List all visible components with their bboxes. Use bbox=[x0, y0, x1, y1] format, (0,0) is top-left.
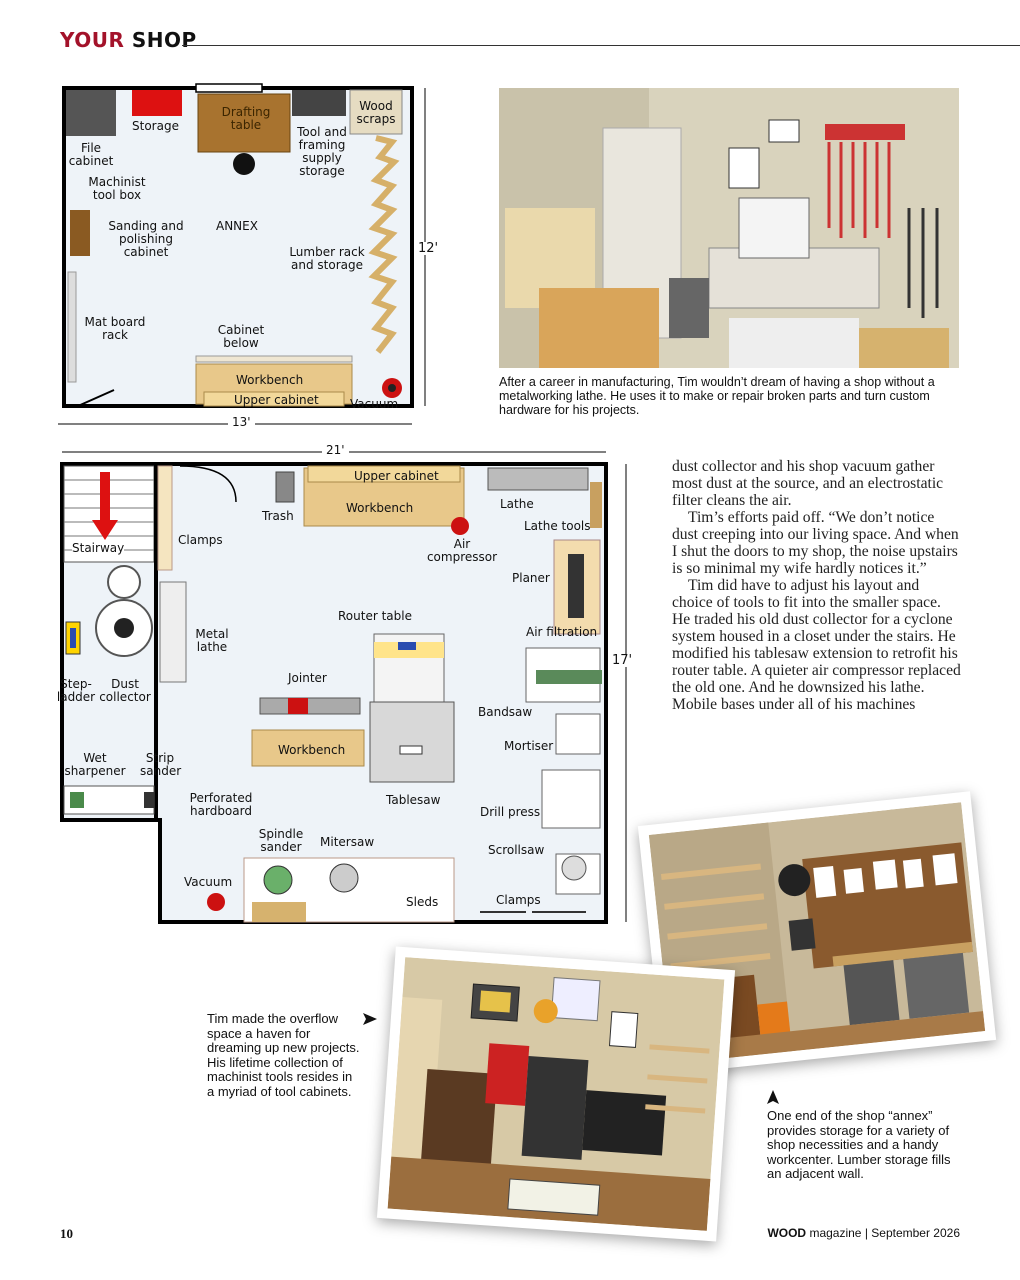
main-label-stairway: Stairway bbox=[72, 541, 125, 555]
annex-label-annex: ANNEX bbox=[216, 219, 258, 233]
main-label-planer: Planer bbox=[512, 571, 550, 585]
main-label-metal-lathe: Metal lathe bbox=[195, 627, 229, 654]
article-paragraph-1: dust collector and his shop vacuum gathe… bbox=[672, 458, 944, 509]
page-number: 10 bbox=[60, 1226, 73, 1241]
metal-lathe-photo bbox=[499, 88, 959, 368]
article-paragraph-3: Tim did have to adjust his layout and ch… bbox=[672, 577, 961, 713]
main-label-air-filtration: Air filtration bbox=[526, 625, 598, 639]
main-label-scrollsaw: Scrollsaw bbox=[488, 843, 545, 857]
section-header: YOUR SHOP bbox=[60, 28, 197, 52]
up-arrow-icon bbox=[767, 1090, 779, 1104]
annex-height-dim: 12' bbox=[418, 241, 439, 256]
annex-label-upper-cabinet: Upper cabinet bbox=[234, 393, 319, 407]
main-floor-plan: 21' 17' Upper cabinet Trash Workbench La… bbox=[56, 442, 640, 926]
main-label-perforated: Perforated hardboard bbox=[189, 791, 253, 818]
main-width-dim: 21' bbox=[322, 444, 349, 457]
main-label-mitersaw: Mitersaw bbox=[320, 835, 375, 849]
main-label-lathe: Lathe bbox=[500, 497, 534, 511]
annex-label-lumber: Lumber rack and storage bbox=[289, 245, 365, 272]
main-height-dim: 17' bbox=[612, 653, 633, 668]
main-label-dust-collector: Dust collector bbox=[99, 677, 151, 704]
main-label-stepladder: Step-ladder bbox=[56, 677, 96, 704]
main-label-wet-sharpener: Wet sharpener bbox=[64, 751, 126, 778]
annex-floor-plan: Storage Drafting table Tool and framing … bbox=[58, 82, 448, 442]
main-label-trash: Trash bbox=[262, 509, 294, 523]
left-photo-caption: Tim made the overflow space a haven for … bbox=[207, 1011, 360, 1099]
top-photo-caption: After a career in manufacturing, Tim wou… bbox=[499, 375, 935, 417]
overflow-space-photo bbox=[387, 957, 725, 1231]
section-header-red: YOUR bbox=[60, 28, 125, 52]
right-photo-caption: One end of the shop “annex” provides sto… bbox=[767, 1108, 951, 1181]
magazine-name: WOOD bbox=[767, 1226, 807, 1240]
main-label-sleds: Sleds bbox=[406, 895, 439, 909]
main-label-jointer: Jointer bbox=[288, 671, 327, 685]
main-label-clamps-bottom: Clamps bbox=[496, 893, 541, 907]
main-label-bandsaw: Bandsaw bbox=[478, 705, 533, 719]
annex-label-wood-scraps: Wood scraps bbox=[356, 99, 396, 126]
annex-label-workbench: Workbench bbox=[236, 373, 304, 387]
overflow-space-photo-frame bbox=[376, 946, 736, 1242]
section-header-black: SHOP bbox=[131, 28, 197, 52]
annex-label-cabinet-below: Cabinet below bbox=[217, 323, 265, 350]
main-label-mortiser: Mortiser bbox=[504, 739, 554, 753]
annex-plan-drawing bbox=[58, 83, 426, 425]
article-paragraph-2: Tim’s efforts paid off. “We don’t notice… bbox=[672, 509, 959, 577]
annex-label-sanding: Sanding and polishing cabinet bbox=[108, 219, 184, 259]
magazine-issue: magazine | September 2026 bbox=[809, 1226, 960, 1240]
annex-label-vacuum: Vacuum bbox=[350, 397, 399, 411]
annex-label-storage: Storage bbox=[132, 119, 179, 133]
annex-label-matboard: Mat board rack bbox=[84, 315, 146, 342]
annex-label-file-cabinet: File cabinet bbox=[68, 141, 114, 168]
annex-label-machinist: Machinist tool box bbox=[88, 175, 146, 202]
main-label-tablesaw: Tablesaw bbox=[386, 793, 441, 807]
main-label-upper-cabinet: Upper cabinet bbox=[354, 469, 439, 483]
right-arrow-icon bbox=[363, 1013, 377, 1025]
main-label-drill-press: Drill press bbox=[480, 805, 541, 819]
annex-label-tool-framing: Tool and framing supply storage bbox=[297, 125, 347, 178]
main-label-spindle-sander: Spindle sander bbox=[258, 827, 304, 854]
main-label-air-compressor: Air compressor bbox=[426, 537, 498, 564]
main-label-lathe-tools: Lathe tools bbox=[524, 519, 591, 533]
main-label-strip-sander: Strip sander bbox=[140, 751, 182, 778]
main-label-workbench-top: Workbench bbox=[346, 501, 414, 515]
main-label-clamps-left: Clamps bbox=[178, 533, 223, 547]
main-plan-drawing bbox=[60, 451, 627, 924]
main-label-vacuum: Vacuum bbox=[184, 875, 233, 889]
header-rule bbox=[182, 45, 1020, 46]
article-body: dust collector and his shop vacuum gathe… bbox=[672, 458, 962, 713]
annex-width-dim: 13' bbox=[228, 416, 255, 429]
main-label-router-table: Router table bbox=[338, 609, 412, 623]
main-label-workbench-mid: Workbench bbox=[278, 743, 346, 757]
magazine-footer: WOOD magazine | September 2026 bbox=[760, 1226, 960, 1240]
annex-label-drafting: Drafting table bbox=[221, 105, 271, 132]
